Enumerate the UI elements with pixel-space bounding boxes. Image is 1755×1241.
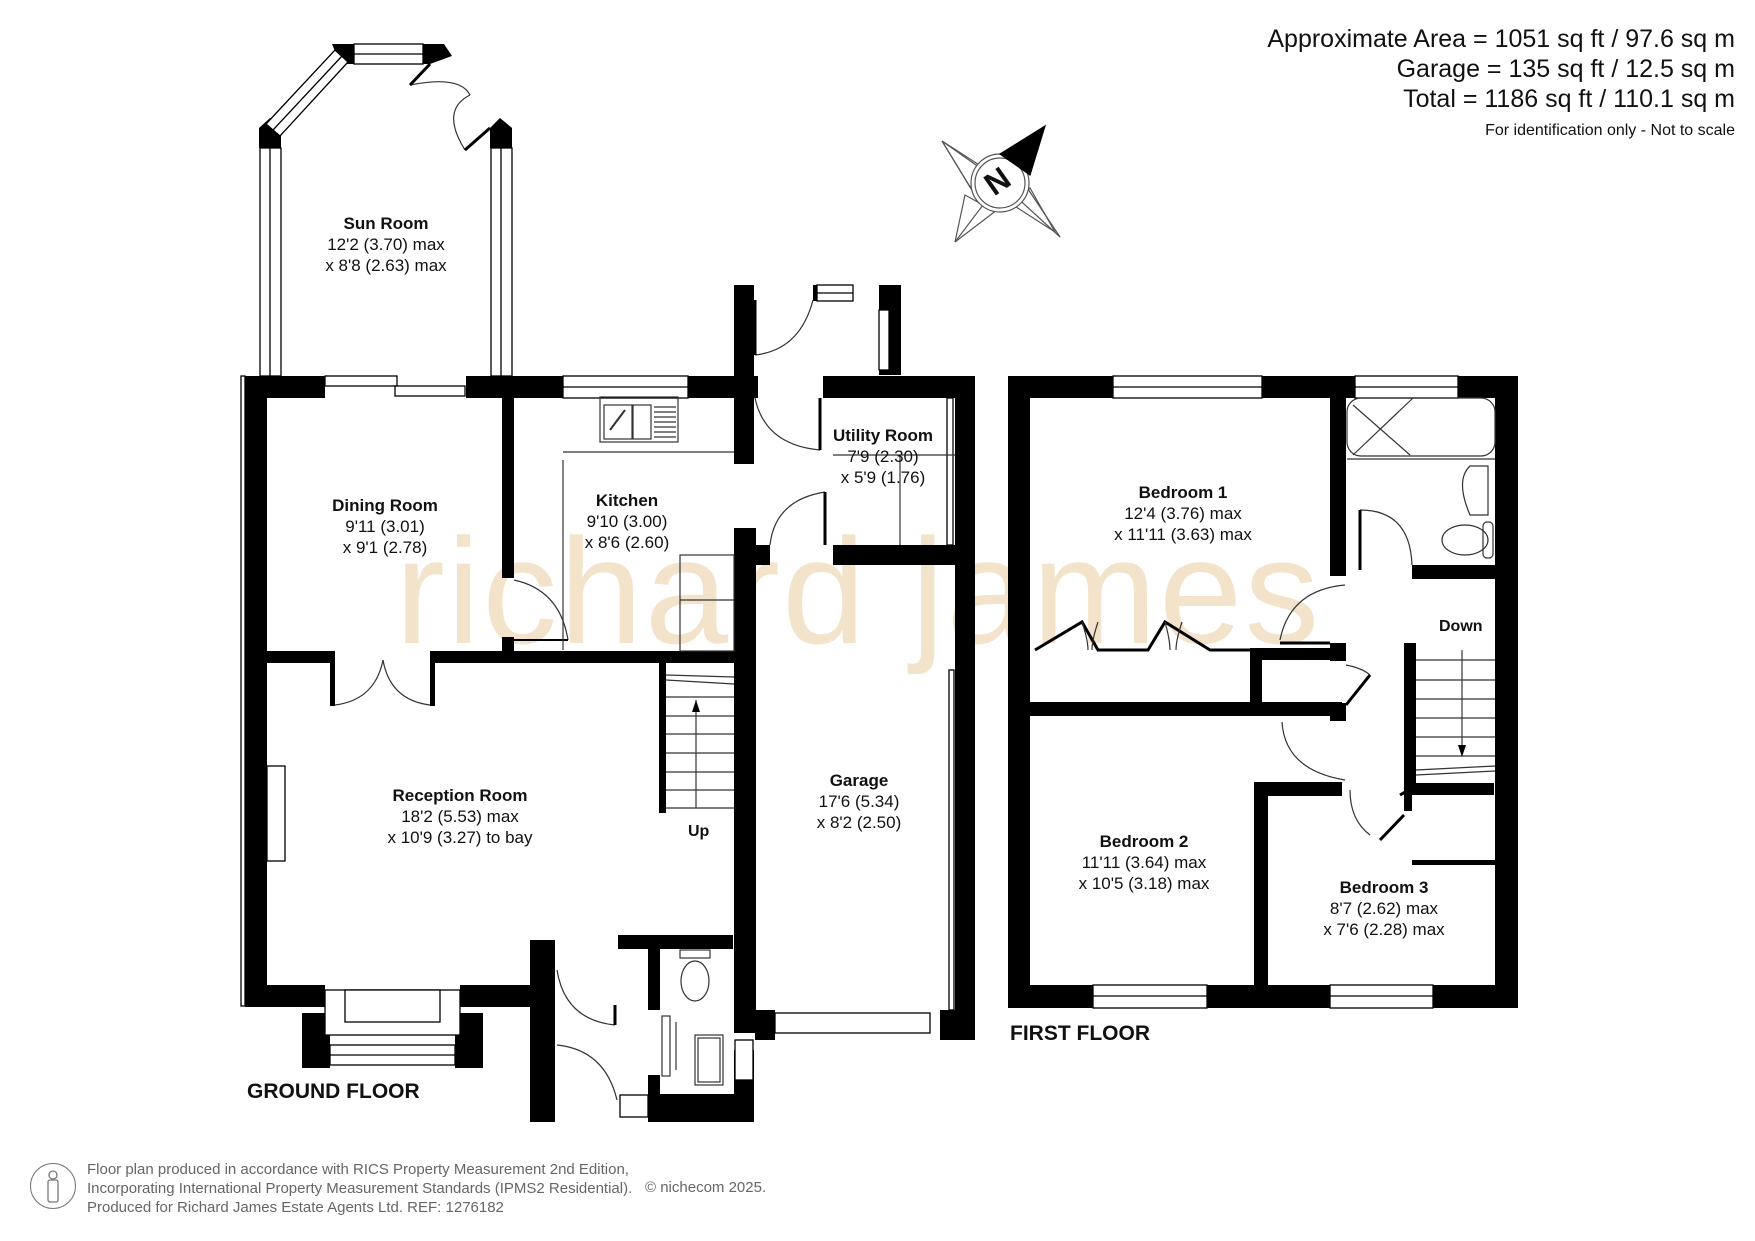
copyright: © nichecom 2025. [645, 1179, 767, 1196]
down-arrow-head [1458, 745, 1466, 757]
room-dimension: x 8'8 (2.63) max [325, 256, 447, 275]
room-dimension: 8'7 (2.62) max [1329, 899, 1439, 918]
room-utility-room: Utility Room 7'9 (2.30) x 5'9 (1.76) [833, 425, 933, 488]
room-name: Utility Room [832, 426, 934, 445]
room-garage: Garage 17'6 (5.34) x 8'2 (2.50) [817, 770, 902, 833]
ground-floor-label: GROUND FLOOR [247, 1080, 420, 1103]
footer-line: Incorporating International Property Mea… [87, 1180, 633, 1197]
room-dimension: 17'6 (5.34) [818, 792, 900, 811]
room-name: Garage [829, 771, 889, 790]
room-reception-room: Reception Room 18'2 (5.53) max x 10'9 (3… [388, 785, 533, 848]
room-dimension: 9'11 (3.01) [345, 517, 425, 536]
room-dining-room: Dining Room 9'11 (3.01) x 9'1 (2.78) [332, 495, 438, 558]
room-bedroom-3: Bedroom 3 8'7 (2.62) max x 7'6 (2.28) ma… [1323, 877, 1444, 940]
room-dimension: 7'9 (2.30) [847, 447, 919, 466]
approximate-area: Approximate Area = 1051 sq ft / 97.6 sq … [1267, 25, 1735, 53]
first-floor-label: FIRST FLOOR [1010, 1022, 1150, 1045]
room-name: Bedroom 3 [1339, 878, 1429, 897]
room-dimension: x 11'11 (3.63) max [1114, 525, 1252, 544]
watermark: richard james [395, 507, 1322, 675]
room-dimension: x 8'2 (2.50) [816, 813, 902, 832]
wall [1008, 376, 1030, 1008]
room-dimension: 9'10 (3.00) [586, 512, 668, 531]
person-icon [30, 1163, 76, 1209]
room-dimension: x 10'5 (3.18) max [1078, 874, 1210, 893]
room-dimension: x 10'9 (3.27) to bay [387, 828, 533, 847]
footer-notes: Floor plan produced in accordance with R… [87, 1160, 632, 1217]
room-name: Sun Room [343, 214, 429, 233]
room-dimension: 18'2 (5.53) max [401, 807, 519, 826]
room-dimension: 12'4 (3.76) max [1124, 504, 1242, 523]
room-sun-room: Sun Room 12'2 (3.70) max x 8'8 (2.63) ma… [325, 213, 446, 276]
room-kitchen: Kitchen 9'10 (3.00) x 8'6 (2.60) [585, 490, 670, 553]
garage-area: Garage = 135 sq ft / 12.5 sq m [1396, 55, 1735, 83]
person-icon-glyph [47, 1170, 59, 1203]
room-dimension: 12'2 (3.70) max [327, 235, 445, 254]
compass-icon [941, 124, 1061, 243]
room-name: Bedroom 2 [1099, 832, 1189, 851]
room-name: Bedroom 1 [1138, 483, 1228, 502]
disclaimer: For identification only - Not to scale [1485, 122, 1735, 139]
room-dimension: x 9'1 (2.78) [342, 538, 428, 557]
room-bedroom-2: Bedroom 2 11'11 (3.64) max x 10'5 (3.18)… [1079, 831, 1210, 894]
stairs-up-label: Up [688, 823, 710, 840]
room-dimension: x 8'6 (2.60) [584, 533, 670, 552]
up-arrow-head [692, 700, 700, 712]
room-dimension: x 7'6 (2.28) max [1323, 920, 1445, 939]
room-name: Reception Room [392, 786, 528, 805]
room-bedroom-1: Bedroom 1 12'4 (3.76) max x 11'11 (3.63)… [1114, 482, 1252, 545]
footer-line: Produced for Richard James Estate Agents… [87, 1199, 504, 1216]
room-name: Kitchen [595, 491, 659, 510]
room-dimension: 11'11 (3.64) max [1081, 853, 1207, 872]
door-swing [409, 81, 471, 96]
room-dimension: x 5'9 (1.76) [840, 468, 926, 487]
room-name: Dining Room [332, 496, 438, 515]
total-area: Total = 1186 sq ft / 110.1 sq m [1403, 85, 1735, 113]
stairs-down-label: Down [1439, 618, 1483, 635]
footer-line: Floor plan produced in accordance with R… [87, 1161, 629, 1178]
